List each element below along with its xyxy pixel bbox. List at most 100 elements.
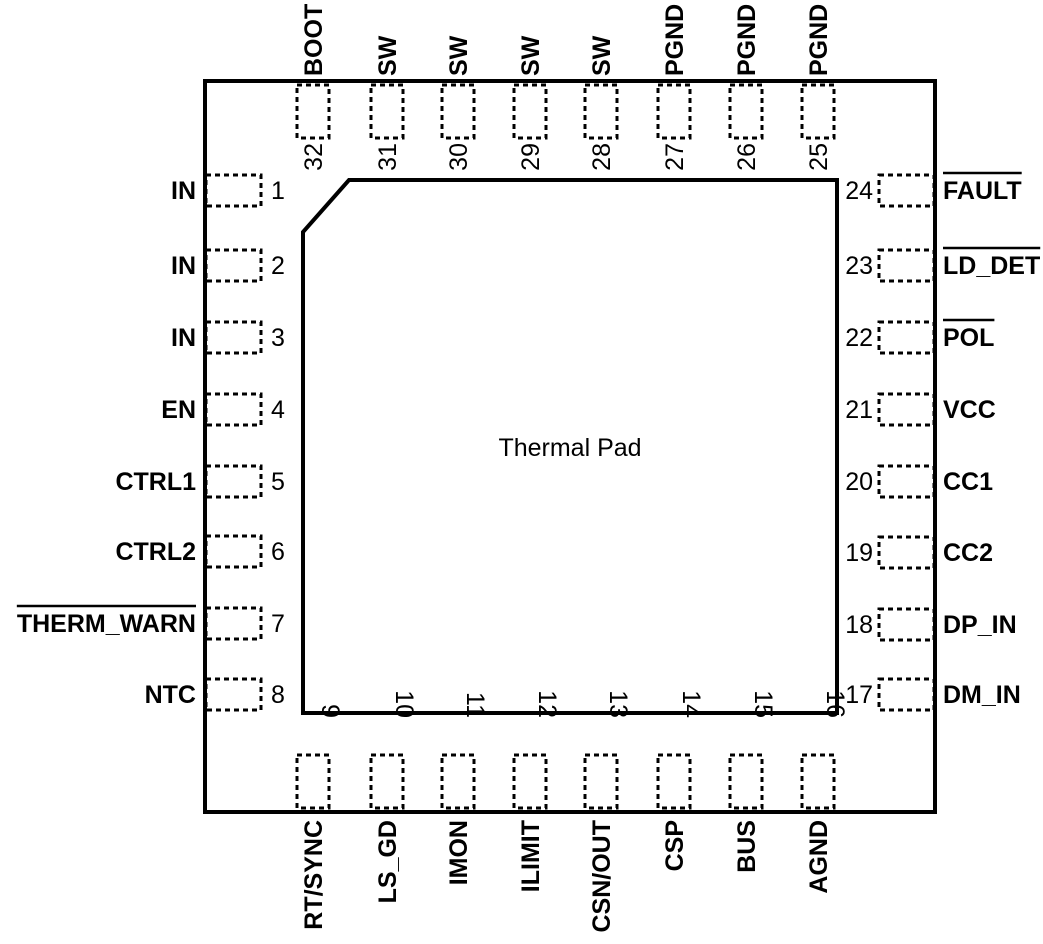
pin-name: CTRL1 [115, 468, 196, 496]
pin-name: RT/SYNC [300, 820, 328, 930]
pin-number: 27 [661, 143, 689, 171]
pin-pad [877, 607, 936, 642]
pin-name: CC1 [943, 468, 993, 496]
pin-name: NTC [145, 681, 196, 709]
pin-pad [800, 753, 836, 810]
pin-name: PGND [661, 4, 689, 76]
pin-number: 10 [390, 690, 418, 718]
pin-number: 31 [374, 143, 402, 171]
pin-number: 17 [845, 681, 873, 709]
pin-name: SW [374, 35, 402, 76]
pin-number: 2 [271, 252, 285, 280]
pin-name: SW [517, 35, 545, 76]
pin-number: 32 [300, 143, 328, 171]
pin-name: EN [161, 396, 196, 424]
pin-3: 3IN [171, 320, 285, 355]
thermal-pad [301, 178, 839, 715]
thermal-pad-label: Thermal Pad [498, 434, 641, 462]
pin-number: 8 [271, 681, 285, 709]
pin-number: 14 [677, 690, 705, 718]
pin-1: 1IN [171, 173, 285, 208]
pin-pad [369, 83, 405, 140]
pin-pad [204, 464, 263, 499]
pin-number: 19 [845, 539, 873, 567]
pin-pad [204, 173, 263, 208]
pin-pad [800, 83, 836, 140]
pin-number: 23 [845, 252, 873, 280]
pin-name: IMON [445, 820, 473, 885]
pin-pad [440, 83, 476, 140]
pin-name: IN [171, 324, 196, 352]
pin-pad [583, 83, 619, 140]
pin-name: CSP [661, 820, 689, 871]
pin-29: 29 SW [512, 35, 548, 171]
pin-name: CTRL2 [115, 538, 196, 566]
pin-32: 32 BOOT [295, 4, 331, 171]
pin-9: 9RT/SYNC [295, 704, 344, 930]
pin-number: 15 [749, 690, 777, 718]
pin-name: PGND [805, 4, 833, 76]
pin-name: CSN/OUT [588, 820, 616, 933]
pin-name: FAULT [943, 177, 1022, 205]
pin-name: CC2 [943, 539, 993, 567]
pin-number: 9 [316, 704, 344, 718]
package-body-outline [203, 79, 937, 814]
pin-pad [877, 320, 936, 355]
pin-30: 30 SW [440, 35, 476, 171]
pin-27: 27 PGND [656, 4, 692, 171]
pin-23: 23 LD_DET [845, 248, 1040, 283]
pin-name: SW [445, 35, 473, 76]
pin-pad [877, 677, 936, 712]
pin-number: 13 [604, 690, 632, 718]
pin-pad [877, 535, 936, 570]
pin-pad [204, 320, 263, 355]
pin-pad [369, 753, 405, 810]
pin-number: 1 [271, 177, 285, 205]
pin-pad [877, 173, 936, 208]
pin-name: VCC [943, 396, 996, 424]
pin-name: BOOT [300, 4, 328, 76]
pin-4: 4 EN [161, 392, 285, 427]
pin-name: BUS [733, 820, 761, 873]
pin-pad [728, 83, 764, 140]
pin-number: 18 [845, 611, 873, 639]
pin-number: 11 [461, 692, 489, 718]
pin-pad [656, 83, 692, 140]
pin-number: 22 [845, 324, 873, 352]
pin-pad [204, 248, 263, 283]
pin-name: PGND [733, 4, 761, 76]
pin-pad [204, 677, 263, 712]
pin-pad [512, 83, 548, 140]
pin-20: 20 CC1 [845, 464, 993, 499]
pin-pad [440, 753, 476, 810]
pin-name: POL [943, 324, 994, 352]
pin-22: 22 POL [845, 320, 994, 355]
pin-pad [295, 753, 331, 810]
pin-number: 30 [445, 143, 473, 171]
pin-number: 29 [517, 143, 545, 171]
pin-number: 20 [845, 468, 873, 496]
pin-name: LD_DET [943, 252, 1040, 280]
pin-pad [656, 753, 692, 810]
pin-name: LS_GD [374, 820, 402, 903]
pin-17: 17 DM_IN [845, 677, 1021, 712]
pin-pad [877, 464, 936, 499]
pin-name: AGND [805, 820, 833, 894]
pin-number: 7 [271, 610, 285, 638]
pin-name: DM_IN [943, 681, 1021, 709]
pin-number: 4 [271, 396, 285, 424]
